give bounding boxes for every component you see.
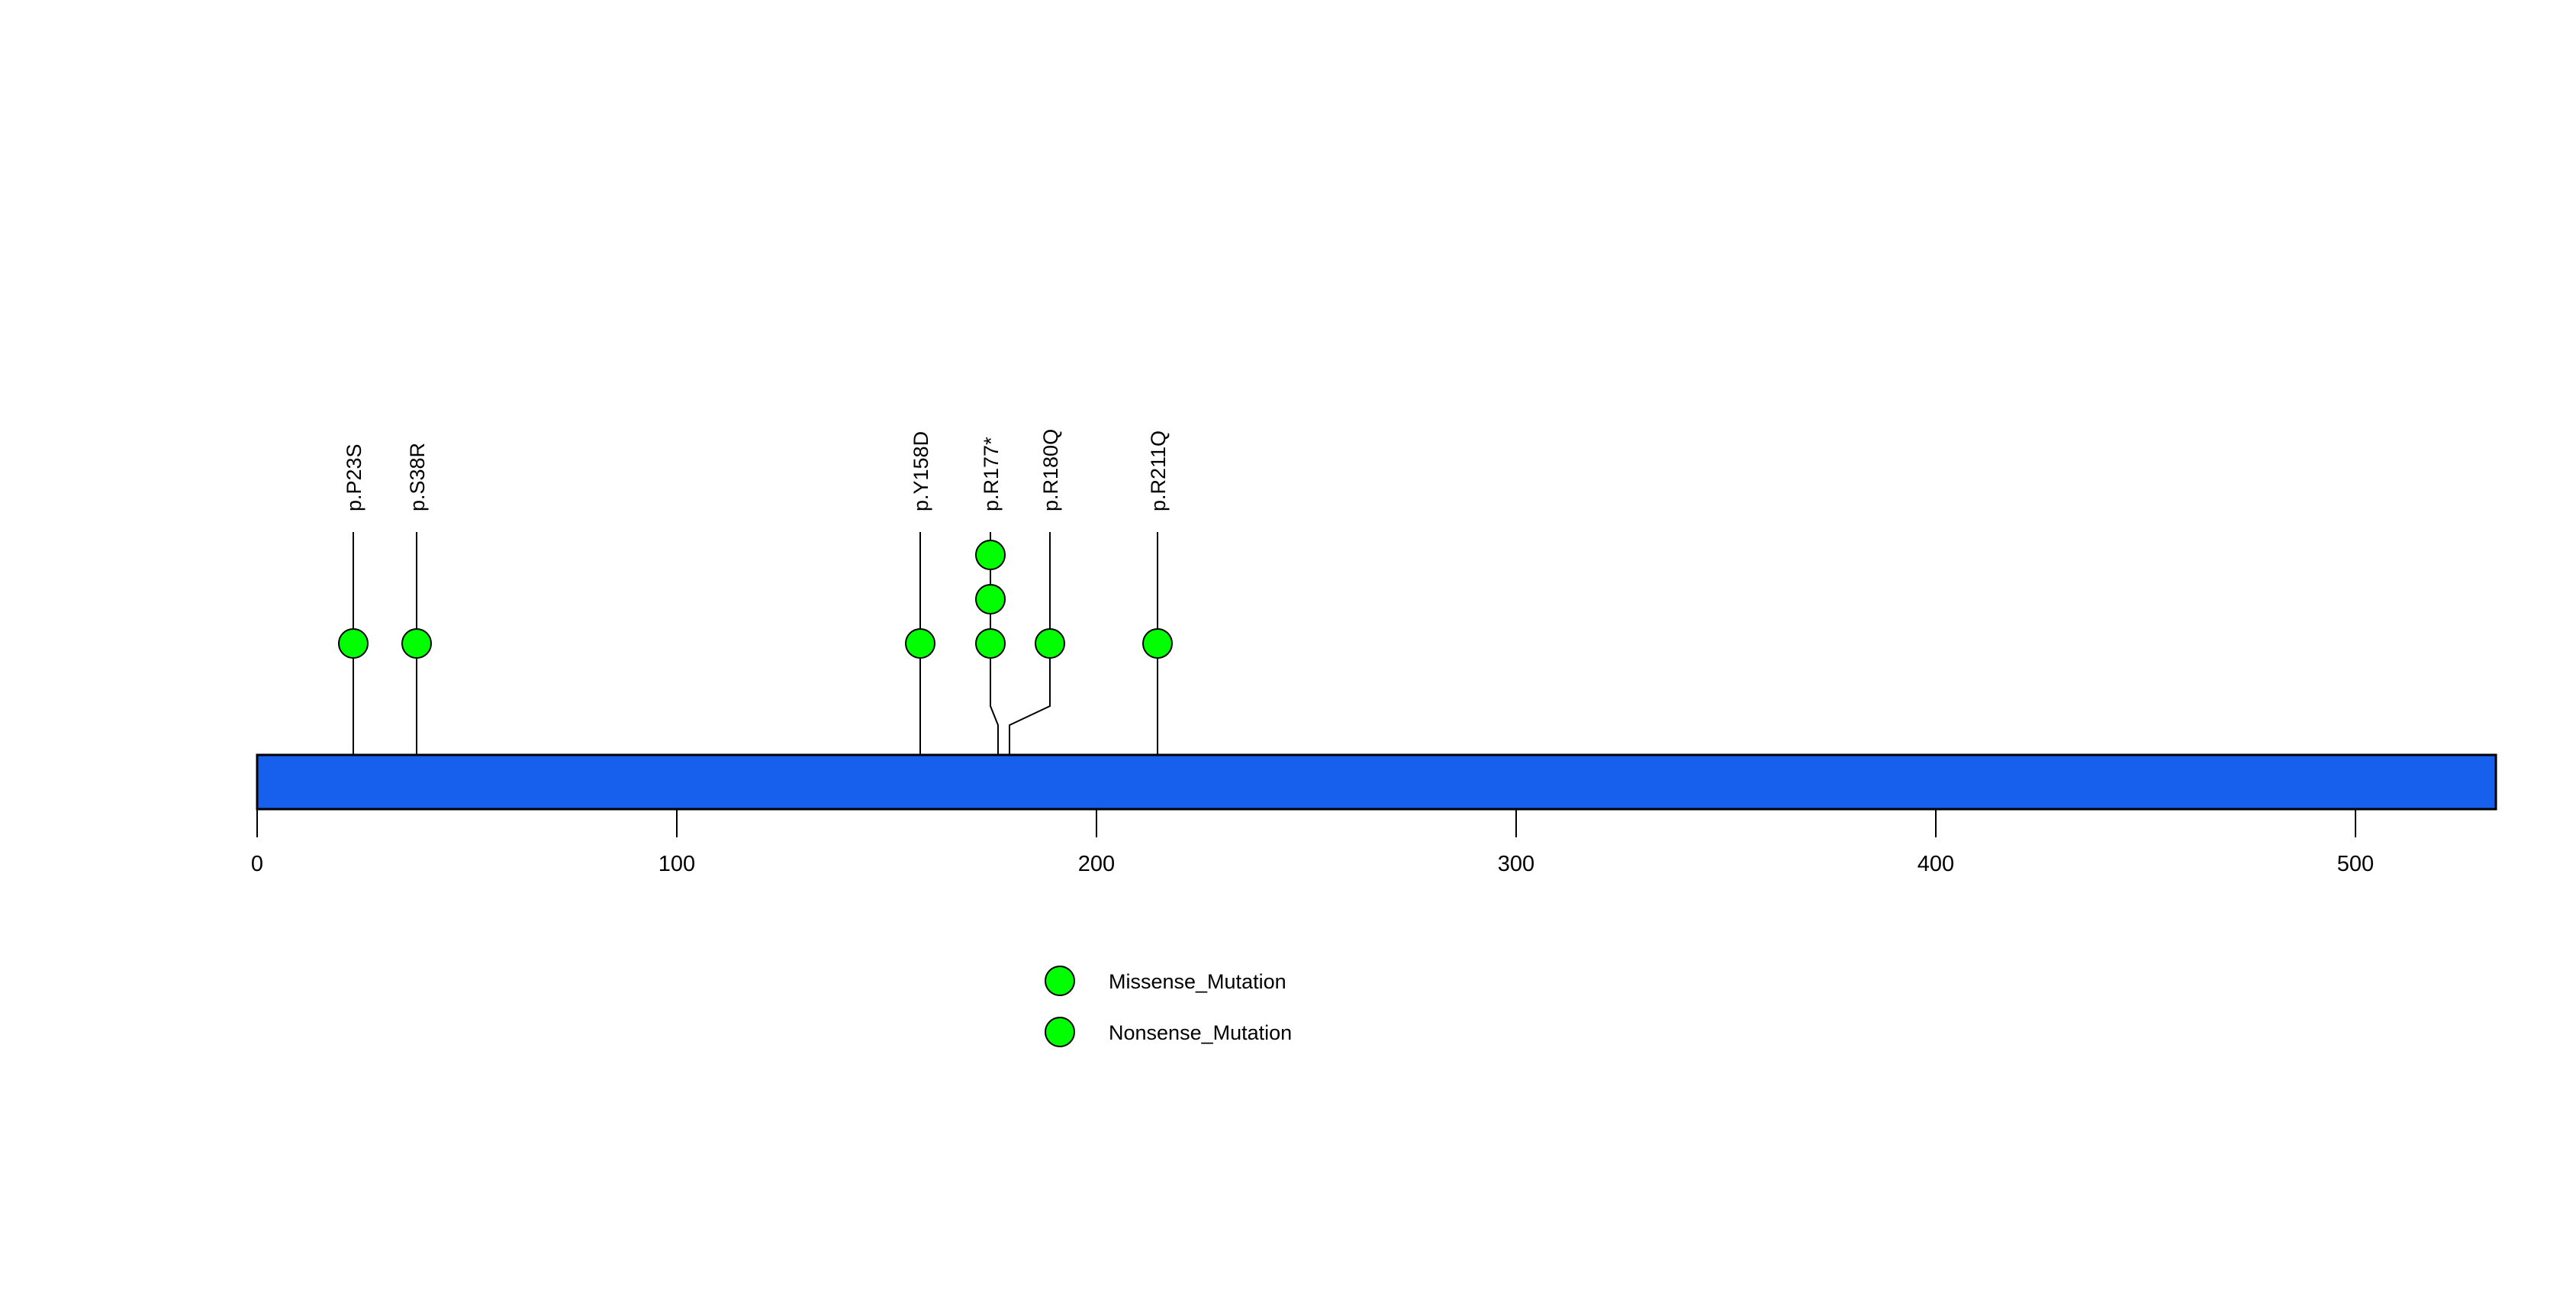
legend-label-missense: Missense_Mutation: [1109, 970, 1286, 993]
mutation-label-p-r180q: p.R180Q: [1039, 429, 1062, 511]
axis-tick-label-400: 400: [1918, 852, 1954, 876]
legend-swatch-missense: [1045, 966, 1075, 996]
mutation-label-p-y158d: p.Y158D: [910, 431, 932, 511]
axis-tick-label-100: 100: [658, 852, 695, 876]
legend-swatch-nonsense: [1045, 1017, 1075, 1047]
protein-backbone-bar: [256, 753, 2497, 811]
lollipop-marker-p-r177x-1[interactable]: [975, 628, 1006, 659]
marker-group: [338, 540, 1173, 659]
lollipop-marker-p-y158d[interactable]: [905, 628, 935, 659]
lollipop-marker-p-r180q[interactable]: [1035, 628, 1065, 659]
lollipop-marker-p-r211q[interactable]: [1142, 628, 1173, 659]
axis-tick-label-300: 300: [1498, 852, 1534, 876]
lollipop-marker-p-r177x-2[interactable]: [975, 584, 1006, 614]
lollipop-marker-p-r177x-3[interactable]: [975, 540, 1006, 570]
axis-tick-label-200: 200: [1078, 852, 1115, 876]
legend: Missense_Mutation Nonsense_Mutation: [1045, 966, 1292, 1047]
axis-tick-label-500: 500: [2337, 852, 2374, 876]
mutation-label-p-r211q: p.R211Q: [1147, 431, 1170, 511]
mutation-label-p-r177x: p.R177*: [980, 437, 1003, 511]
mutation-label-p-p23s: p.P23S: [343, 443, 365, 511]
lollipop-marker-p-s38r[interactable]: [401, 628, 432, 659]
lollipop-marker-p-p23s[interactable]: [338, 628, 369, 659]
legend-item-missense[interactable]: Missense_Mutation: [1045, 966, 1286, 996]
legend-label-nonsense: Nonsense_Mutation: [1109, 1021, 1292, 1044]
axis-tick-label-0: 0: [251, 852, 263, 876]
x-axis: 0 100 200 300 400 500: [251, 809, 2374, 876]
mutation-label-group: p.P23S p.S38R p.Y158D p.R177* p.R180Q p.…: [343, 429, 1170, 511]
legend-item-nonsense[interactable]: Nonsense_Mutation: [1045, 1017, 1292, 1047]
mutation-label-p-s38r: p.S38R: [406, 443, 429, 511]
